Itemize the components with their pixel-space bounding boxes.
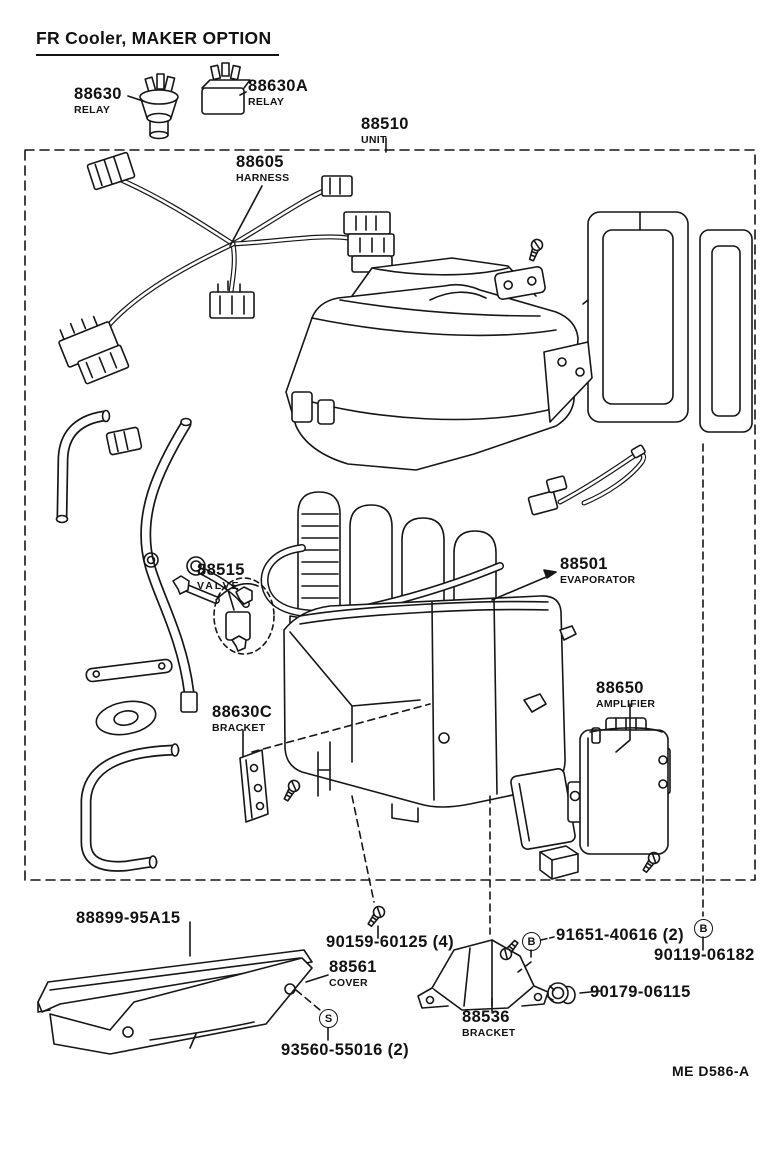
part-number: 88510: [361, 115, 409, 133]
valve-drawing: [172, 556, 275, 655]
part-number: 90119-06182: [654, 946, 755, 964]
part-label-relay-bracket: 88630C BRACKET: [212, 704, 272, 733]
part-label-bracket-bolt: 91651-40616 (2): [556, 927, 684, 944]
part-name: RELAY: [248, 95, 285, 108]
part-label-unit: 88510 UNIT: [361, 116, 409, 145]
part-number: 88630A: [248, 77, 309, 95]
relay-drawing: [127, 73, 179, 140]
part-number: 93560-55016 (2): [281, 1041, 410, 1059]
part-label-cover-screw: 90159-60125 (4): [326, 934, 454, 951]
lower-bracket-drawing: [417, 937, 549, 1011]
part-number: 88899-95A15: [76, 909, 181, 927]
part-name: UNIT: [361, 133, 387, 146]
part-number: 88536: [462, 1008, 510, 1026]
part-name: EVAPORATOR: [560, 573, 636, 586]
fastener-symbol-bolt: B: [522, 932, 541, 951]
part-label-unit-bolt: 90119-06182: [654, 947, 755, 964]
thermistor-wire-drawing: [527, 444, 647, 516]
lower-case-drawing: [283, 595, 577, 823]
part-name: RELAY: [74, 103, 111, 116]
screw-drawing: [280, 777, 303, 804]
part-number: 88501: [560, 555, 608, 573]
part-name: VALVE: [197, 579, 241, 592]
part-number: 88630C: [212, 703, 273, 721]
part-label-cover: 88561 COVER: [329, 959, 377, 988]
part-label-evaporator: 88501 EVAPORATOR: [560, 556, 635, 585]
part-label-harness: 88605 HARNESS: [236, 154, 289, 183]
part-name: BRACKET: [462, 1026, 516, 1039]
suction-hose-drawing: [140, 417, 198, 713]
nut-drawing: [547, 982, 576, 1005]
part-name: AMPLIFIER: [596, 697, 656, 710]
part-name: COVER: [329, 976, 368, 989]
amplifier-drawing: [510, 717, 671, 880]
part-name: BRACKET: [212, 721, 266, 734]
part-number: 91651-40616 (2): [556, 926, 685, 944]
dashed-leader-lines: [251, 443, 704, 1011]
part-number: 90159-60125 (4): [326, 933, 455, 951]
part-label-amplifier: 88650 AMPLIFIER: [596, 680, 655, 709]
cover-drawing: [49, 957, 313, 1055]
fastener-symbol-screw: S: [319, 1009, 338, 1028]
part-label-valve: 88515 VALVE: [197, 562, 245, 591]
grommet-drawing: [95, 700, 157, 736]
part-number: 88650: [596, 679, 644, 697]
upper-case-drawing: [285, 237, 593, 471]
part-number: 88515: [197, 561, 245, 579]
harness-drawing: [58, 151, 395, 385]
fastener-symbol-bolt: B: [694, 919, 713, 938]
part-label-lower-bracket: 88536 BRACKET: [462, 1009, 515, 1038]
screw-drawing: [525, 237, 545, 263]
unit-boundary-box: [24, 149, 756, 881]
part-label-tapping-screw: 93560-55016 (2): [281, 1042, 409, 1059]
relay-a-drawing: [201, 62, 251, 115]
leader-lines: [189, 137, 704, 1041]
part-label-packing: 88899-95A15: [76, 910, 180, 927]
part-number: 88561: [329, 958, 377, 976]
part-number: 88630: [74, 85, 122, 103]
bent-hose-drawing: [80, 743, 180, 872]
part-number: 88605: [236, 153, 284, 171]
part-label-relay: 88630 RELAY: [74, 86, 122, 115]
part-label-nut: 90179-06115: [590, 984, 691, 1001]
cover-screw-drawing: [364, 903, 388, 930]
page-title: FR Cooler, MAKER OPTION: [36, 28, 280, 56]
diagram-code: ME D586-A: [672, 1063, 750, 1079]
part-label-relay-a: 88630A RELAY: [248, 78, 308, 107]
packing-strip-drawing: [37, 949, 313, 1013]
drain-tube-drawing: [55, 409, 143, 524]
part-number: 90179-06115: [590, 983, 691, 1001]
relay-bracket-drawing: [239, 749, 303, 823]
strap-drawing: [85, 658, 173, 736]
part-name: HARNESS: [236, 171, 290, 184]
packing-frame-drawing: [582, 211, 753, 433]
